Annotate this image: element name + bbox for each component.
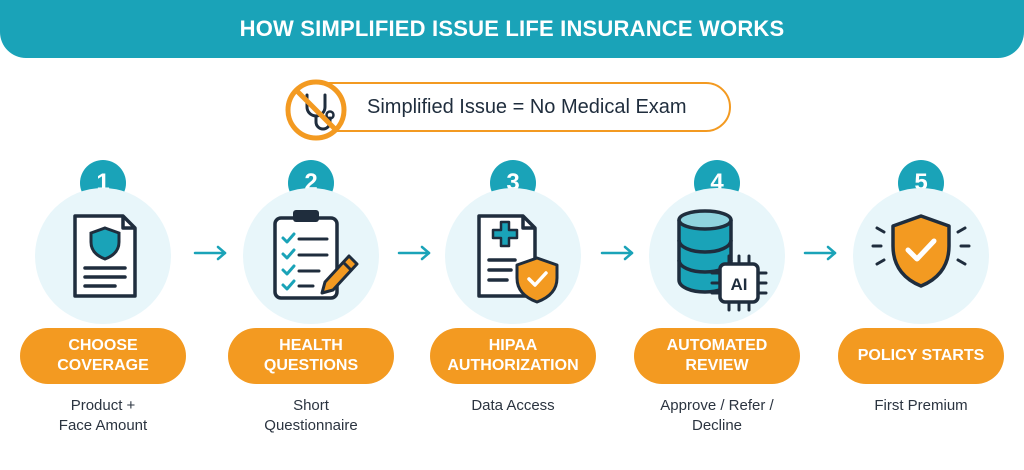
no-medical-exam-label: Simplified Issue = No Medical Exam xyxy=(367,96,687,118)
step-1: 1 CHOOSE COVERAGE Product + Face Amount xyxy=(8,160,198,460)
step-title: HIPAA AUTHORIZATION xyxy=(447,337,579,374)
step-title-pill: HIPAA AUTHORIZATION xyxy=(430,328,596,384)
step-icon-circle xyxy=(445,188,581,324)
step-2: 2 HEALTH QUESTIONS Short Questionnaire xyxy=(216,160,406,460)
no-stethoscope-icon xyxy=(285,79,347,141)
no-medical-exam-banner: Simplified Issue = No Medical Exam xyxy=(305,82,731,132)
shield-check-icon xyxy=(871,214,971,288)
step-description: Approve / Refer / Decline xyxy=(660,397,774,434)
step-description: Data Access xyxy=(471,397,555,414)
clipboard-checklist-icon xyxy=(273,210,359,300)
step-title-pill: POLICY STARTS xyxy=(838,328,1004,384)
step-5: 5 POLICY STARTS First Premium xyxy=(826,160,1016,460)
database-ai-chip-icon: AI xyxy=(677,209,768,312)
svg-text:AI: AI xyxy=(731,275,748,294)
step-icon-circle xyxy=(243,188,379,324)
step-title-pill: AUTOMATED REVIEW xyxy=(634,328,800,384)
step-title: AUTOMATED REVIEW xyxy=(666,337,768,374)
step-description: Product + Face Amount xyxy=(58,397,148,434)
arrow-right-icon xyxy=(803,245,837,261)
step-title: POLICY STARTS xyxy=(857,347,985,364)
arrow-right-icon xyxy=(397,245,431,261)
arrow-right-icon xyxy=(600,245,634,261)
shield-document-icon xyxy=(73,214,137,298)
step-description: Short Questionnaire xyxy=(264,397,358,434)
step-title: HEALTH QUESTIONS xyxy=(263,337,359,374)
step-4: 4 AI AUTOMATED REVIEW Approve / Refer / … xyxy=(622,160,812,460)
step-title-pill: CHOOSE COVERAGE xyxy=(20,328,186,384)
medical-document-shield-icon xyxy=(477,214,559,304)
step-3: 3 HIPAA AUTHORIZATION Data Access xyxy=(418,160,608,460)
header-banner: HOW SIMPLIFIED ISSUE LIFE INSURANCE WORK… xyxy=(0,0,1024,58)
page-title: HOW SIMPLIFIED ISSUE LIFE INSURANCE WORK… xyxy=(239,16,785,41)
step-title-pill: HEALTH QUESTIONS xyxy=(228,328,394,384)
step-icon-circle xyxy=(853,188,989,324)
arrow-right-icon xyxy=(193,245,227,261)
step-icon-circle xyxy=(35,188,171,324)
step-title: CHOOSE COVERAGE xyxy=(57,337,149,374)
step-icon-circle: AI xyxy=(649,188,785,324)
step-description: First Premium xyxy=(874,397,968,414)
